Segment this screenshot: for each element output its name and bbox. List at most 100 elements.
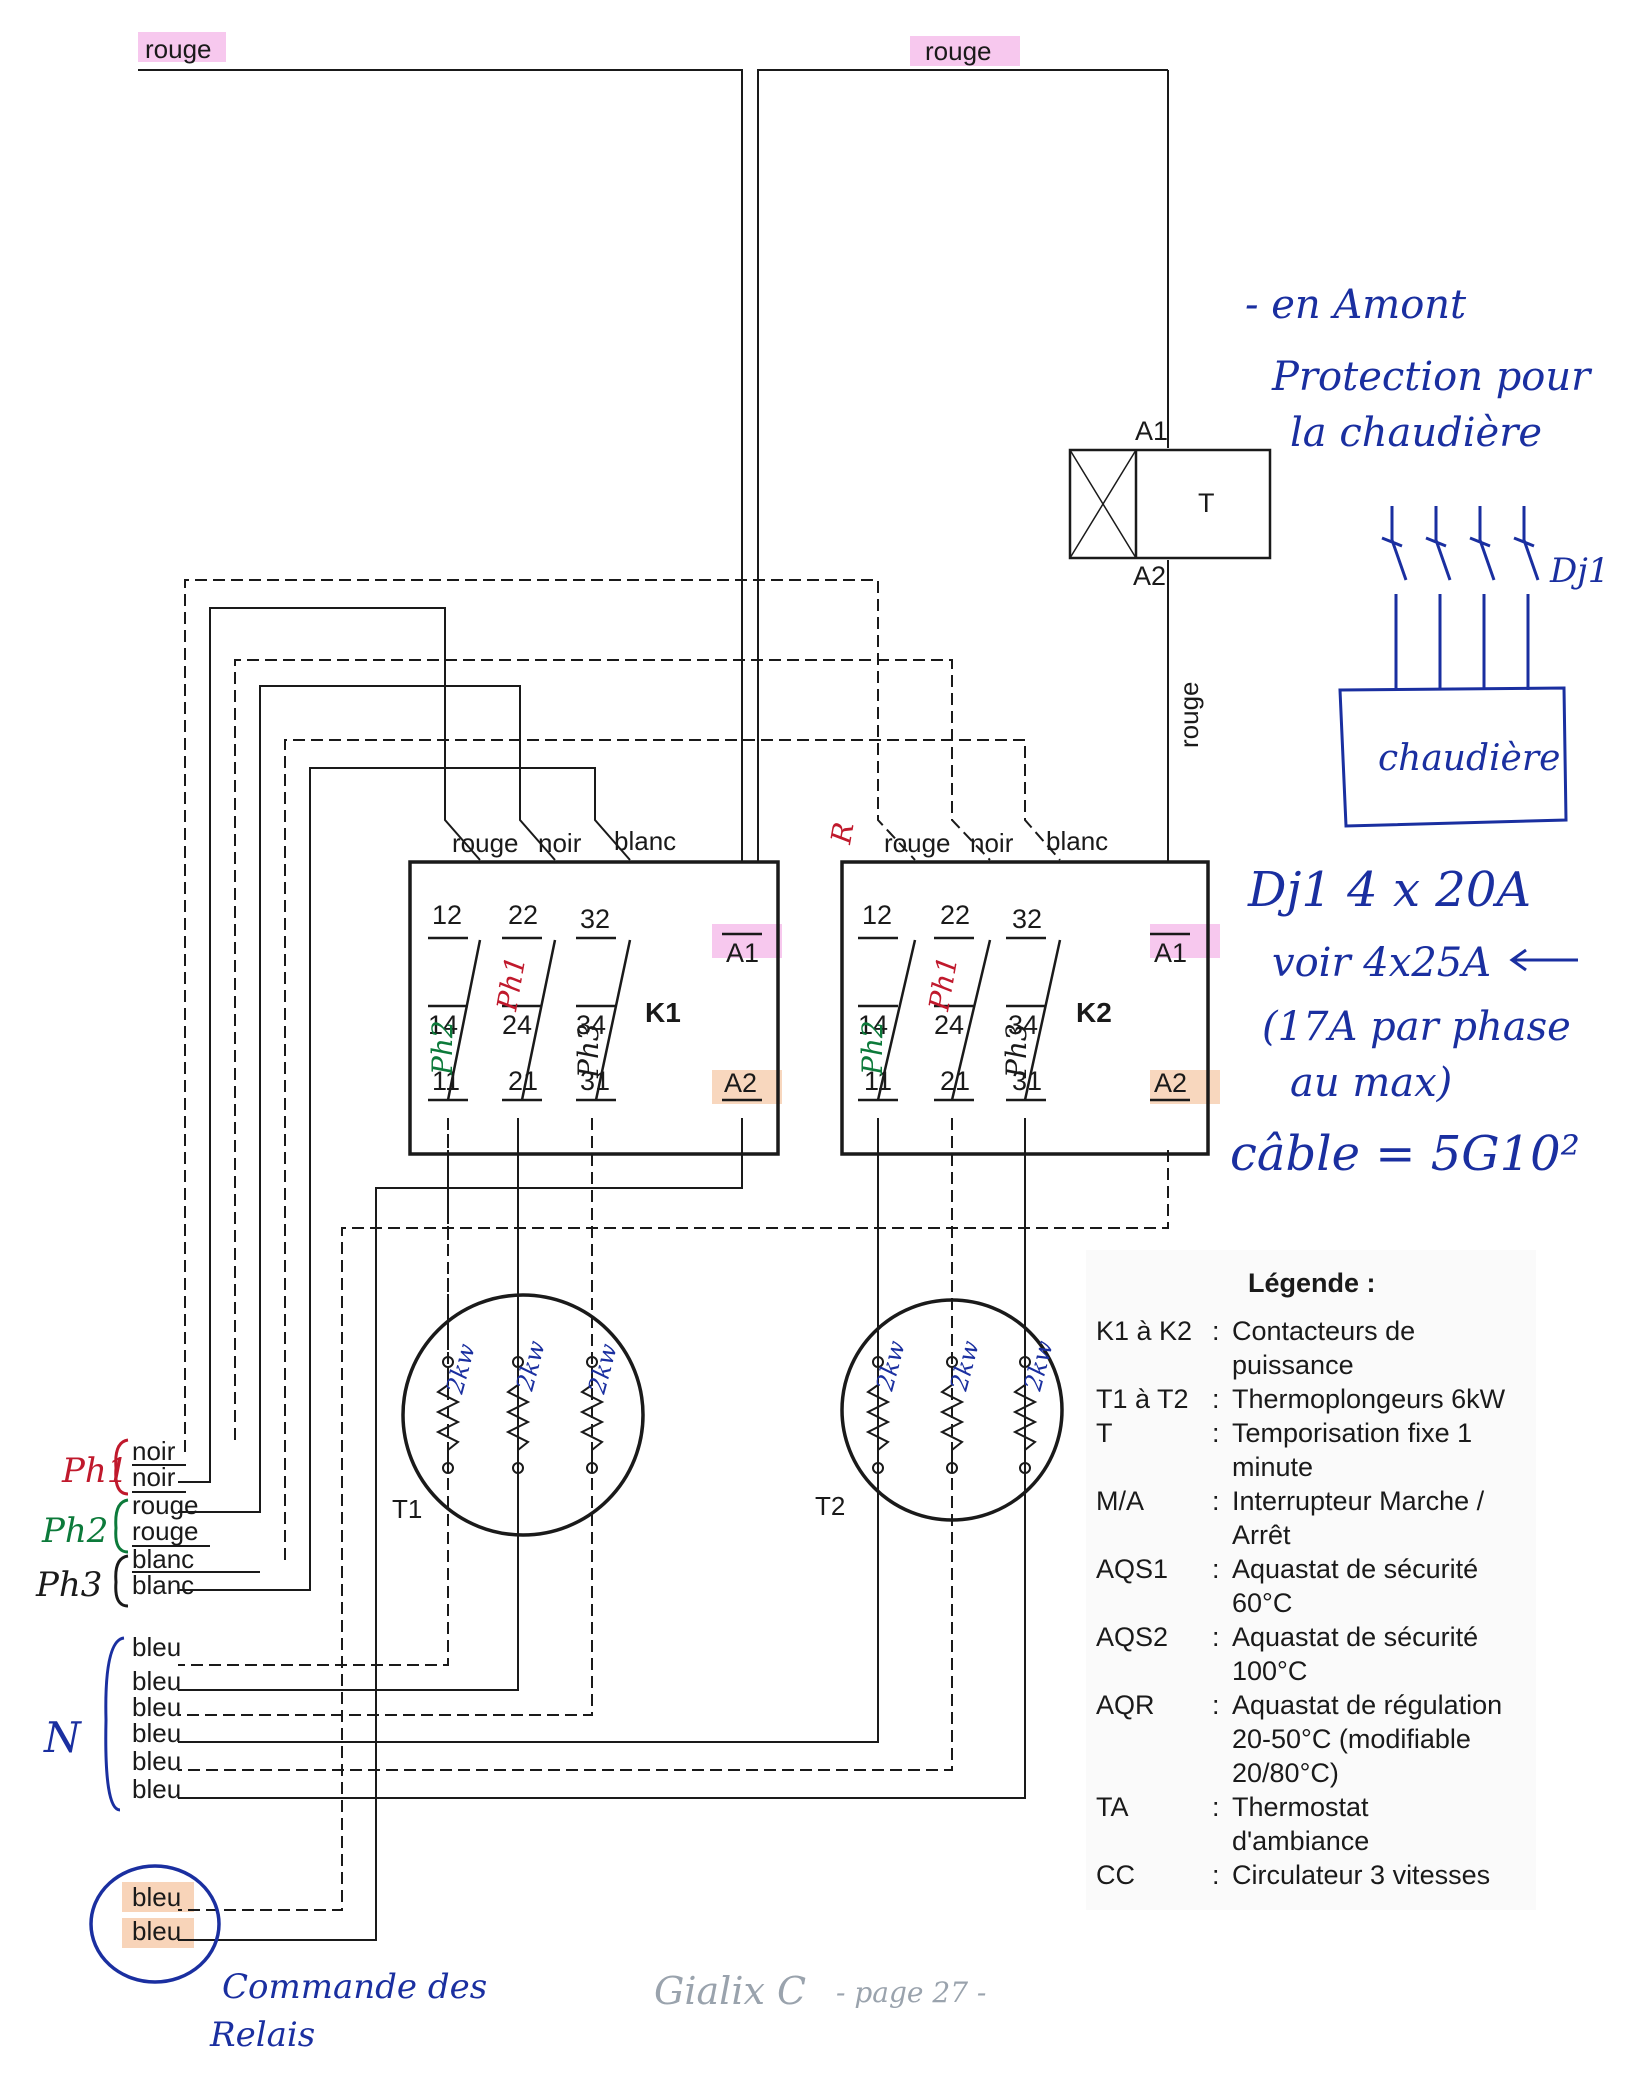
legend-key-ma: M/A: [1096, 1486, 1144, 1516]
k1-phase-14: Ph2: [426, 1020, 459, 1076]
heater-t2-label: T2: [815, 1491, 845, 1521]
legend-title: Légende :: [1248, 1268, 1376, 1298]
spec-line-1: Dj1 4 x 20A: [1247, 862, 1531, 918]
t1-element-2: 2kw: [510, 1337, 550, 1394]
control-note-line2: Relais: [209, 2015, 315, 2055]
k2-term-32: 32: [1012, 904, 1042, 934]
breaker-sketch: [1338, 506, 1568, 828]
contactor-k1: 12 22 32 14 24 34 11 21 31 A1 A2 K1 Ph2 …: [408, 860, 780, 1156]
t1-element-1: 2kw: [440, 1340, 480, 1397]
phase-brackets: [104, 1438, 129, 1812]
legend-colon: :: [1212, 1792, 1220, 1822]
k1-wire-rouge: rouge: [452, 828, 519, 858]
feed-label-5: blanc: [132, 1544, 194, 1574]
boiler-label: chaudière: [1378, 738, 1560, 779]
k2-term-22: 22: [940, 900, 970, 930]
heater-t1-label: T1: [392, 1494, 422, 1524]
control-circle: [89, 1864, 221, 1984]
k1-phase-34: Ph3: [572, 1023, 605, 1079]
legend-val-t1t2: Thermoplongeurs 6kW: [1232, 1384, 1506, 1414]
footer-author: Gialix C: [654, 1969, 806, 2013]
timer-label: T: [1198, 488, 1215, 518]
legend-val-aqs1-1: Aquastat de sécurité: [1232, 1554, 1478, 1584]
k1-term-22: 22: [508, 900, 538, 930]
breaker-specs: Dj1 4 x 20A voir 4x25A (17A par phase au…: [1230, 862, 1580, 1182]
legend-key-aqr: AQR: [1096, 1690, 1155, 1720]
legend-val-k-1: Contacteurs de: [1232, 1316, 1415, 1346]
k1-wire-noir: noir: [538, 828, 582, 858]
dashed-feed-lines: [178, 579, 1169, 1911]
k2-term-11: 11: [864, 1066, 892, 1096]
legend-key-k: K1 à K2: [1096, 1316, 1192, 1346]
legend-val-cc: Circulateur 3 vitesses: [1232, 1860, 1490, 1890]
neutral-label-1: bleu: [132, 1632, 181, 1662]
legend-key-ta: TA: [1096, 1792, 1129, 1822]
k2-wire-rouge: rouge: [884, 828, 951, 858]
legend-val-ta-1: Thermostat: [1232, 1792, 1369, 1822]
k1-term-31: 31: [580, 1066, 610, 1096]
k2-term-14: 14: [858, 1010, 888, 1040]
k2-term-24: 24: [934, 1010, 964, 1040]
highlights: [122, 32, 1220, 1948]
wire-label-top-left: rouge: [145, 34, 212, 64]
control-label-2: bleu: [132, 1916, 181, 1946]
feed-label-4: rouge: [132, 1516, 199, 1546]
k2-term-34: 34: [1008, 1010, 1038, 1040]
legend-val-k-2: puissance: [1232, 1350, 1354, 1380]
k2-phase-14: Ph2: [856, 1020, 889, 1076]
k1-label: K1: [645, 997, 681, 1028]
k1-term-a1: A1: [726, 938, 759, 968]
bracket-ph3: Ph3: [35, 1565, 102, 1605]
legend-val-ma-2: Arrêt: [1232, 1520, 1291, 1550]
legend-key-aqs2: AQS2: [1096, 1622, 1168, 1652]
legend-val-ma-1: Interrupteur Marche /: [1232, 1486, 1485, 1516]
footer-page: - page 27 -: [836, 1976, 986, 2009]
legend: Légende : K1 à K2 : Contacteurs de puiss…: [1086, 1250, 1536, 1910]
heater-t2: [840, 1298, 1064, 1522]
k1-term-a2: A2: [724, 1068, 757, 1098]
k2-term-12: 12: [862, 900, 892, 930]
feed-label-6: blanc: [132, 1570, 194, 1600]
k1-term-21: 21: [508, 1066, 538, 1096]
neutral-label-3: bleu: [132, 1692, 181, 1722]
legend-colon: :: [1212, 1316, 1220, 1346]
feed-label-3: rouge: [132, 1490, 199, 1520]
spec-line-5: câble = 5G10²: [1230, 1126, 1580, 1182]
upstream-note: - en Amont Protection pour la chaudière: [1245, 282, 1593, 456]
k2-term-a1: A1: [1154, 938, 1187, 968]
timer-relay: T A1 A2: [1068, 416, 1272, 591]
k2-label: K2: [1076, 997, 1112, 1028]
bracket-neutral: N: [43, 1713, 82, 1762]
note-upstream-3: la chaudière: [1290, 410, 1542, 456]
neutral-label-2: bleu: [132, 1666, 181, 1696]
k1-term-34: 34: [576, 1010, 606, 1040]
legend-val-aqr-1: Aquastat de régulation: [1232, 1690, 1502, 1720]
legend-key-t: T: [1096, 1418, 1113, 1448]
k1-term-11: 11: [432, 1066, 460, 1096]
k1-term-32: 32: [580, 904, 610, 934]
spec-line-2: voir 4x25A: [1272, 940, 1491, 986]
t2-element-2: 2kw: [944, 1337, 984, 1394]
k1-term-12: 12: [432, 900, 462, 930]
control-label-1: bleu: [132, 1882, 181, 1912]
arrow-left-icon: [1509, 948, 1578, 972]
legend-val-aqs1-2: 60°C: [1232, 1588, 1292, 1618]
neutral-label-4: bleu: [132, 1718, 181, 1748]
feed-label-2: noir: [132, 1462, 176, 1492]
legend-key-aqs1: AQS1: [1096, 1554, 1168, 1584]
k1-term-14: 14: [428, 1010, 458, 1040]
k2-term-31: 31: [1012, 1066, 1042, 1096]
k2-top-wire-labels: rouge noir blanc R: [824, 820, 1108, 858]
k2-term-a2: A2: [1154, 1068, 1187, 1098]
supply-wires: [138, 69, 1169, 862]
legend-val-aqr-2: 20-50°C (modifiable: [1232, 1724, 1471, 1754]
timer-a2: A2: [1133, 561, 1166, 591]
legend-colon: :: [1212, 1418, 1220, 1448]
legend-val-aqs2-1: Aquastat de sécurité: [1232, 1622, 1478, 1652]
neutral-label-5: bleu: [132, 1746, 181, 1776]
bracket-ph1: Ph1: [61, 1451, 128, 1491]
heater-t1: [401, 1293, 645, 1537]
bracket-ph2: Ph2: [41, 1511, 108, 1551]
legend-colon: :: [1212, 1486, 1220, 1516]
legend-val-ta-2: d'ambiance: [1232, 1826, 1369, 1856]
